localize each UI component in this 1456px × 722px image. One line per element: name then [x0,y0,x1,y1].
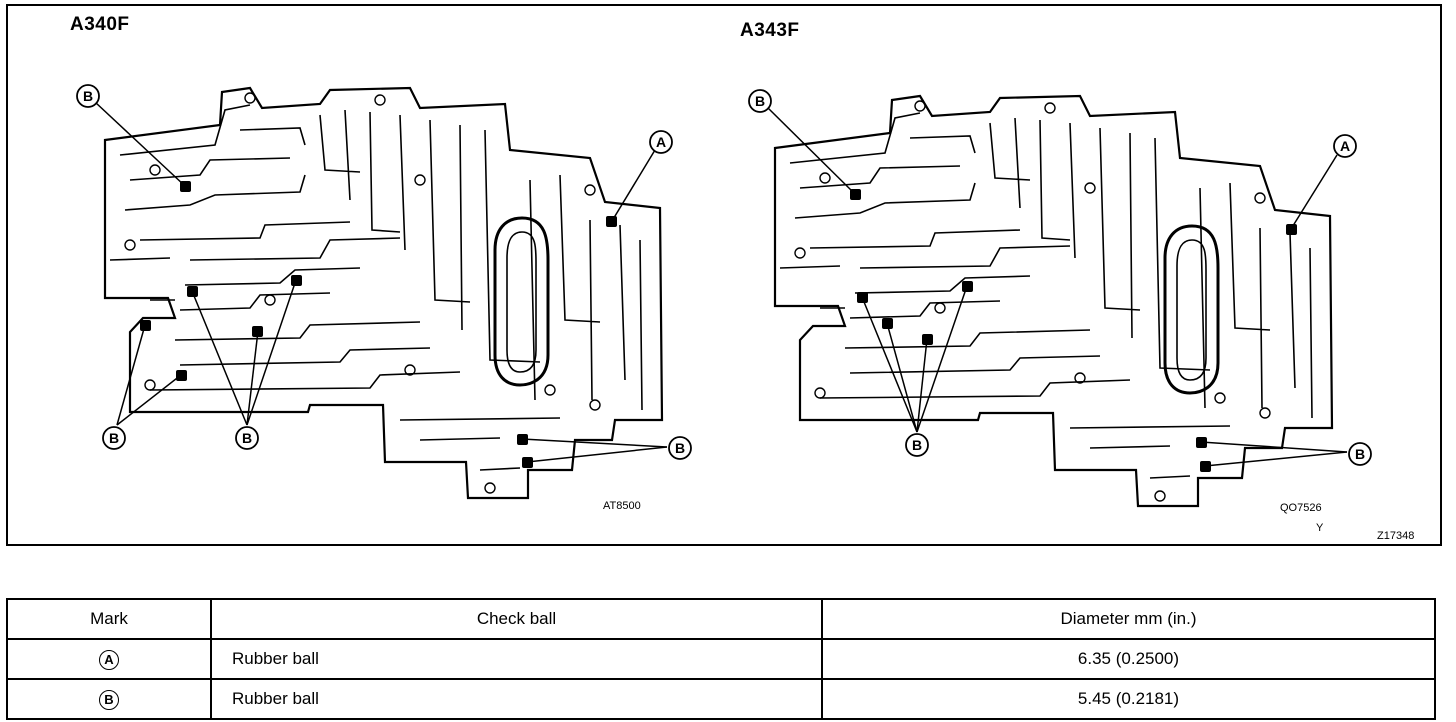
diagram-frame [6,4,1442,546]
check-ball-table: Mark Check ball Diameter mm (in.) A Rubb… [6,598,1436,720]
svg-text:B: B [242,430,252,446]
left-diagram-title: A340F [70,14,130,35]
table-row: B Rubber ball 5.45 (0.2181) [6,678,1436,720]
row-check-ball: Rubber ball [210,678,823,720]
right-diagram-code-sub: Y [1316,522,1324,534]
svg-text:B: B [1355,446,1365,462]
row-mark-cell: A [6,638,212,680]
table-row: A Rubber ball 6.35 (0.2500) [6,638,1436,680]
row-diameter: 5.45 (0.2181) [821,678,1436,720]
svg-text:B: B [912,437,922,453]
row-mark-cell: B [6,678,212,720]
svg-text:B: B [755,93,765,109]
svg-text:B: B [109,430,119,446]
header-mark: Mark [6,598,212,640]
row-diameter: 6.35 (0.2500) [821,638,1436,680]
svg-text:B: B [83,88,93,104]
svg-text:A: A [1340,138,1350,154]
left-leader-lines [94,101,668,463]
valve-body-plates-diagram: B A B B B B A B B [76,84,1372,508]
header-diameter: Diameter mm (in.) [821,598,1436,640]
svg-text:A: A [656,134,666,150]
marker-circles [76,84,1372,466]
figure-code: Z17348 [1377,530,1415,542]
marker-letters: B A B B B B A B B [83,88,1365,462]
right-diagram-title: A343F [740,20,800,41]
row-check-ball: Rubber ball [210,638,823,680]
right-diagram-code: QO7526 [1280,502,1322,514]
left-check-balls [140,181,617,468]
header-check-ball: Check ball [210,598,823,640]
right-leader-lines [767,107,1348,467]
mark-a-symbol: A [99,649,119,670]
left-diagram-code: AT8500 [603,500,641,512]
svg-text:B: B [675,440,685,456]
mark-b-symbol: B [99,689,119,710]
right-check-balls [850,189,1297,472]
table-header-row: Mark Check ball Diameter mm (in.) [6,598,1436,640]
